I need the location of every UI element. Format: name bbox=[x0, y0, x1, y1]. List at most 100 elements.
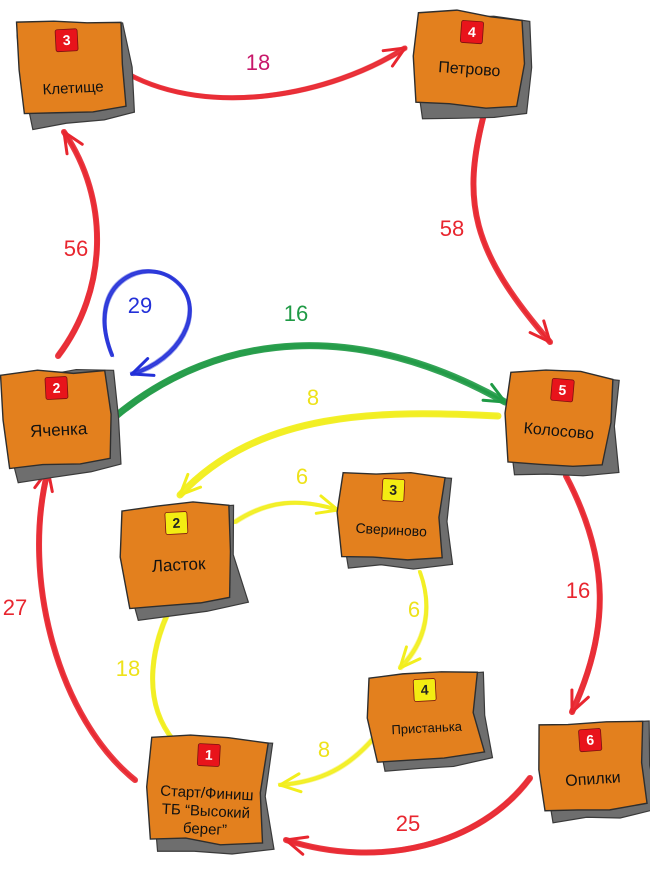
node-label-line: Старт/Финиш bbox=[160, 783, 254, 805]
edges-layer bbox=[33, 45, 603, 856]
edge-arrowhead bbox=[130, 357, 156, 377]
edge-stroke bbox=[471, 112, 551, 343]
edge-sverinovo-pristanka bbox=[397, 569, 429, 671]
edge-stroke bbox=[179, 413, 500, 497]
edge-stroke bbox=[235, 503, 341, 525]
node-label-line: Петрово bbox=[438, 59, 501, 80]
edge-stroke bbox=[176, 410, 502, 499]
edge-stroke bbox=[115, 345, 507, 418]
node-label-line: Колосово bbox=[523, 420, 595, 443]
node-label-line: Пристанька bbox=[391, 719, 463, 738]
node-label-line: Ласток bbox=[151, 554, 206, 576]
badge-number: 5 bbox=[558, 382, 567, 399]
node-badge: 4 bbox=[459, 20, 484, 45]
edge-stroke bbox=[58, 132, 100, 359]
edge-yachenka-loop bbox=[102, 269, 193, 377]
edge-stroke bbox=[104, 271, 192, 376]
node-badge: 2 bbox=[44, 376, 69, 400]
badge-square bbox=[578, 728, 603, 753]
edge-label-yachenka-kletische: 56 bbox=[64, 236, 88, 261]
node-card bbox=[145, 734, 270, 846]
edge-stroke bbox=[36, 467, 135, 780]
edge-label-lastok-sverinovo: 6 bbox=[296, 464, 308, 489]
node-card bbox=[15, 20, 127, 115]
nodes-layer: 3Клетище4Петрово2Яченка5Колосово2Ласток3… bbox=[0, 9, 650, 855]
badge-number: 2 bbox=[52, 380, 61, 396]
badge-square bbox=[381, 478, 406, 502]
badge-square bbox=[459, 20, 484, 45]
badge-number: 1 bbox=[205, 747, 214, 763]
edge-stroke bbox=[566, 476, 603, 715]
edge-stroke bbox=[102, 269, 192, 376]
edge-stroke bbox=[286, 778, 533, 856]
edge-stroke bbox=[180, 414, 501, 498]
edge-stroke bbox=[565, 475, 602, 714]
edge-yachenka-kolosovo bbox=[112, 342, 509, 420]
edge-arrowhead bbox=[178, 472, 203, 497]
edge-arrowhead bbox=[284, 835, 310, 856]
edge-stroke bbox=[283, 775, 533, 856]
edge-stroke bbox=[128, 48, 408, 101]
edge-stroke bbox=[233, 500, 340, 524]
node-badge: 1 bbox=[196, 743, 221, 767]
badge-square bbox=[44, 376, 69, 400]
edge-arrowhead bbox=[481, 382, 507, 404]
edge-stroke bbox=[235, 502, 340, 524]
edge-stroke bbox=[127, 47, 407, 100]
badge-square bbox=[412, 678, 437, 702]
node-label-line: Свериново bbox=[355, 520, 427, 540]
badge-number: 3 bbox=[62, 32, 71, 48]
node-card bbox=[412, 9, 526, 109]
edge-stroke bbox=[116, 346, 508, 419]
node-label-line: ТБ “Высокий bbox=[161, 801, 250, 823]
edge-label-start-yachenka: 27 bbox=[3, 595, 27, 620]
node-card bbox=[366, 671, 486, 763]
node-badge: 3 bbox=[381, 478, 406, 502]
node-card bbox=[119, 501, 232, 610]
edge-label-kolosovo-opilki: 16 bbox=[566, 578, 590, 603]
node-label-line: Опилки bbox=[565, 769, 621, 790]
edge-stroke bbox=[470, 111, 553, 345]
badge-square bbox=[550, 377, 575, 403]
edge-arrowhead bbox=[528, 319, 552, 344]
edge-petrovo-kolosovo bbox=[470, 111, 553, 345]
edge-arrowhead bbox=[381, 46, 407, 68]
node-label-line: Яченка bbox=[30, 419, 89, 441]
badge-number: 4 bbox=[468, 24, 477, 41]
node-label-line: берег” bbox=[183, 820, 228, 839]
edge-yachenka-kletische bbox=[55, 129, 100, 359]
edge-arrowhead bbox=[570, 688, 590, 714]
badge-square bbox=[196, 743, 221, 767]
edge-arrowhead bbox=[278, 772, 303, 794]
edge-label-yachenka-kolosovo: 16 bbox=[284, 301, 308, 326]
edge-kolosovo-opilki bbox=[563, 473, 603, 715]
edge-label-start-lastok: 18 bbox=[116, 656, 140, 681]
edge-label-petrovo-kolosovo: 58 bbox=[440, 216, 464, 241]
edge-stroke bbox=[398, 570, 429, 670]
edge-stroke bbox=[280, 728, 385, 788]
edge-stroke bbox=[473, 113, 552, 344]
edge-stroke bbox=[400, 572, 428, 670]
node-label-line: Клетище bbox=[42, 78, 104, 98]
node-badge: 2 bbox=[164, 511, 189, 535]
badge-number: 4 bbox=[420, 682, 429, 698]
edge-stroke bbox=[400, 572, 429, 671]
edge-stroke bbox=[278, 726, 384, 787]
edge-kletische-petrovo bbox=[125, 45, 408, 101]
edge-stroke bbox=[105, 272, 193, 377]
edge-stroke bbox=[280, 728, 384, 787]
badge-square bbox=[54, 28, 79, 53]
edge-stroke bbox=[474, 114, 553, 345]
edge-stroke bbox=[470, 111, 550, 342]
badge-number: 2 bbox=[172, 515, 181, 531]
edge-label-kolosovo-lastok: 8 bbox=[307, 385, 319, 410]
edge-arrowhead bbox=[398, 645, 422, 670]
edge-stroke bbox=[38, 469, 137, 782]
edge-label-opilki-start: 25 bbox=[396, 811, 420, 836]
